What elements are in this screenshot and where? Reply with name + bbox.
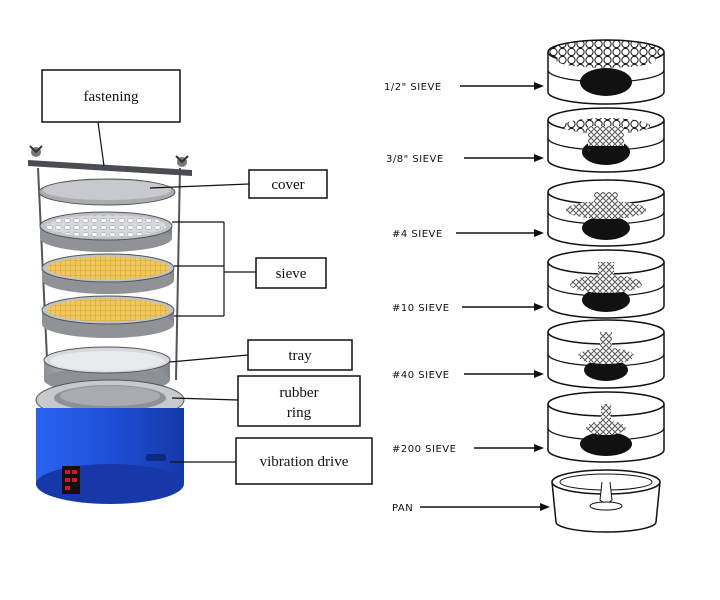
tray-label: tray: [288, 348, 312, 364]
sieve-shaker-illustration: [28, 145, 192, 504]
sieve-no200: [547, 391, 665, 463]
cover-label: cover: [271, 177, 304, 193]
rubber-ring-label-line2: ring: [287, 405, 312, 421]
sieve-no4: [547, 179, 665, 247]
rubber-ring-label-line1: rubber: [279, 385, 318, 401]
pan-label: PAN: [392, 503, 413, 514]
no4-sieve-label: #4 SIEVE: [392, 229, 443, 240]
drive-display-panel: [62, 466, 80, 494]
sieve-half-inch: [547, 39, 665, 105]
cover-leader: [149, 183, 250, 189]
half-inch-sieve-label: 1/2" SIEVE: [384, 82, 442, 93]
cover-part: [38, 178, 176, 206]
fastening-leader: [97, 121, 105, 167]
fastening-label: fastening: [84, 89, 139, 105]
sieve-stack-illustration: [547, 39, 665, 533]
no40-sieve-label: #40 SIEVE: [392, 370, 450, 381]
rubber-ring-label-box: [237, 375, 361, 427]
tray-label-box: [247, 339, 353, 371]
pan-part: [551, 469, 661, 533]
right-labels: 1/2" SIEVE 3/8" SIEVE #4 SIEVE #10 SIEVE…: [384, 82, 550, 514]
sieve-no10: [547, 249, 665, 319]
no10-sieve-label: #10 SIEVE: [392, 303, 450, 314]
left-labels: fastening cover sieve tray rubber ring v…: [41, 69, 373, 485]
sieve-label: sieve: [276, 266, 307, 282]
mesh-sieve-lower: [41, 295, 175, 338]
cover-label-box: [248, 169, 328, 199]
sieve-label-box: [255, 257, 327, 289]
fastening-label-box: [41, 69, 181, 123]
no200-sieve-label: #200 SIEVE: [392, 444, 456, 455]
sieve-three-eighths: [547, 107, 665, 173]
three-eighths-sieve-label: 3/8" SIEVE: [386, 154, 444, 165]
perforated-sieve: [39, 211, 173, 252]
vibration-drive-label: vibration drive: [260, 454, 349, 470]
tray-leader: [169, 354, 249, 363]
mesh-sieve-upper: [41, 253, 175, 294]
fastening-bar: [28, 145, 192, 176]
vibration-drive-body: [36, 408, 184, 504]
sieve-bracket: [172, 221, 256, 317]
fastening-rod-right: [175, 167, 181, 381]
sieve-no40: [547, 319, 665, 389]
rubber-ring-leader: [171, 397, 239, 401]
vibration-drive-label-box: [235, 437, 373, 485]
